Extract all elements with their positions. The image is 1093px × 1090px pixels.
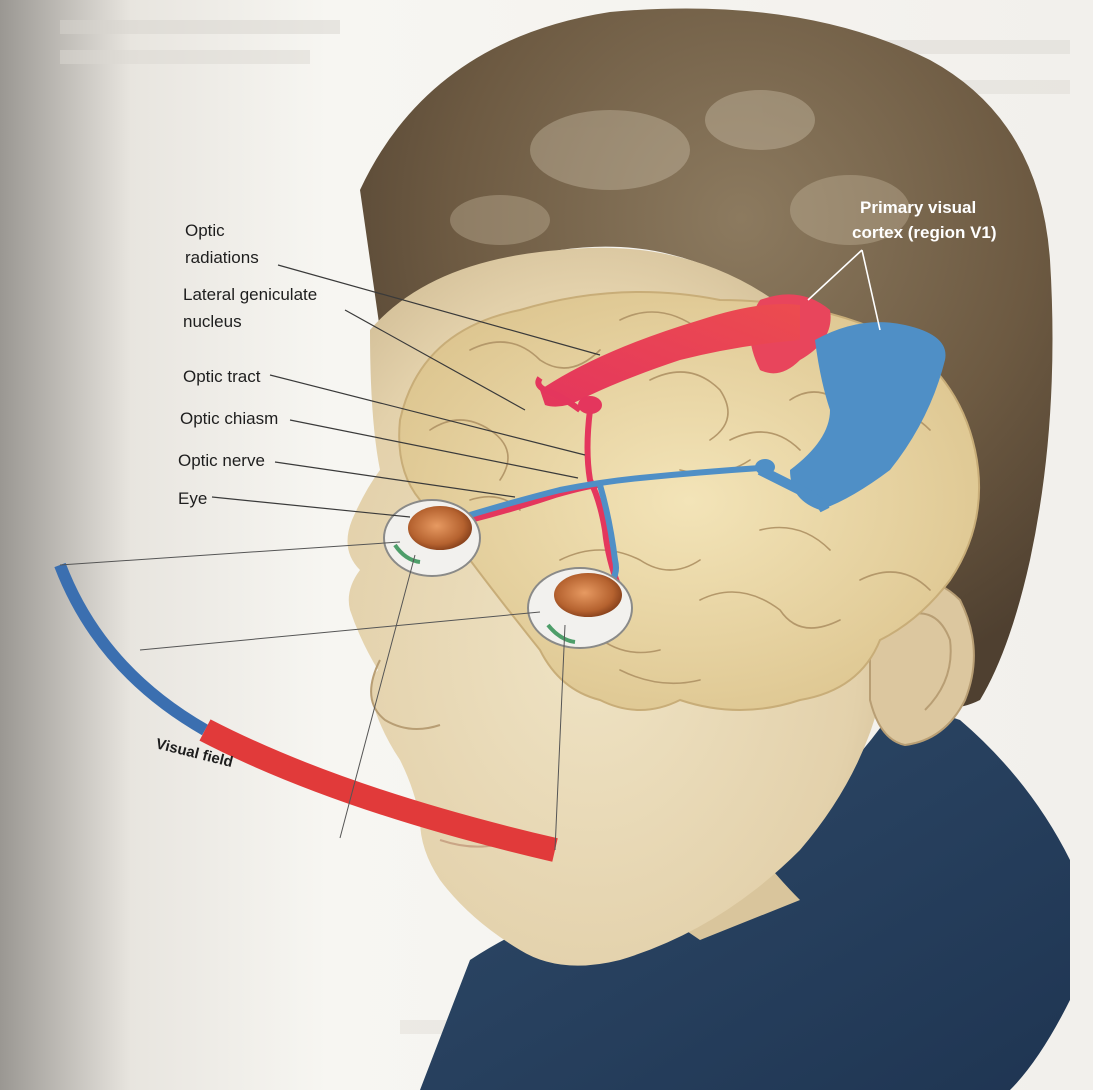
- label-v1-line2: cortex (region V1): [852, 223, 997, 242]
- label-lgn-line2: nucleus: [183, 312, 242, 331]
- label-optic-radiations-line2: radiations: [185, 248, 259, 267]
- label-v1-line1: Primary visual: [860, 198, 976, 217]
- label-optic-radiations-line1: Optic: [185, 221, 225, 240]
- eye-left: [384, 500, 480, 576]
- label-optic-tract: Optic tract: [183, 367, 261, 386]
- label-lgn-line1: Lateral geniculate: [183, 285, 317, 304]
- label-optic-chiasm: Optic chiasm: [180, 409, 278, 428]
- eye-right: [528, 568, 632, 648]
- label-optic-nerve: Optic nerve: [178, 451, 265, 470]
- label-eye: Eye: [178, 489, 207, 508]
